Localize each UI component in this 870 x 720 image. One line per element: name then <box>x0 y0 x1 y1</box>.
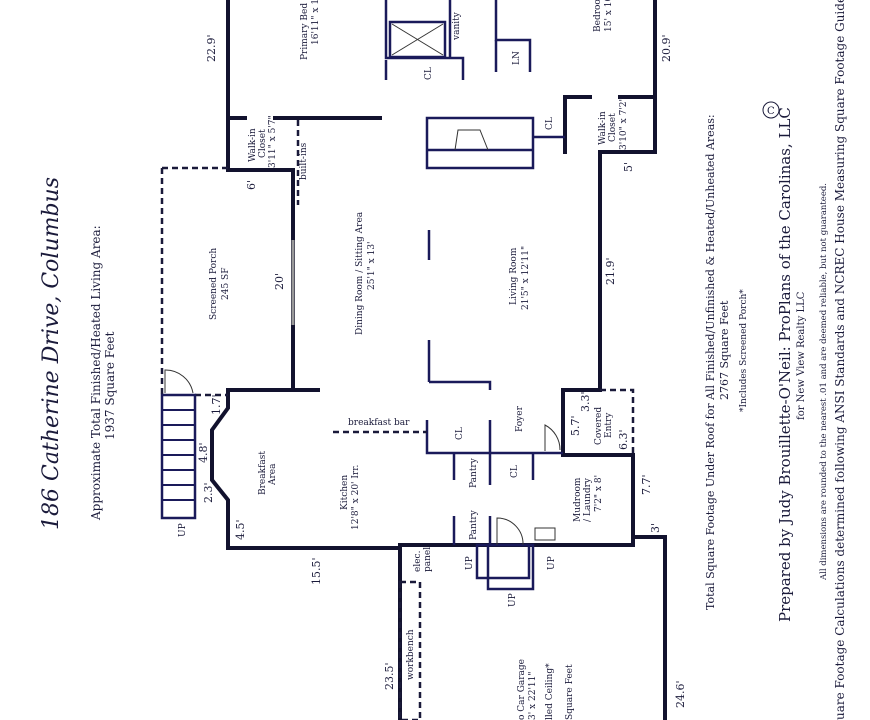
dimension-label: 7.7' <box>640 474 653 495</box>
bedroom-label: Bedroo <box>593 0 603 32</box>
closet-label: CL <box>455 427 465 440</box>
disclaimer-standards: uare Footage Calculations determined fol… <box>833 0 847 720</box>
kitchen-size: 12'8" x 20' Irr. <box>351 464 361 530</box>
elec-panel-label2: panel <box>423 547 433 572</box>
living-size: 21'5" x 12'11" <box>521 246 531 310</box>
bedroom-size: 15' x 10 <box>604 0 614 32</box>
garage-size: 3' x 22'11" <box>528 671 538 720</box>
room-labels: Primary Bed 16'11" x 12 Walk-in Closet 3… <box>178 0 629 720</box>
dimension-label: 4.8' <box>197 442 210 463</box>
builtins-label: built-ins <box>299 142 309 180</box>
elec-panel-label: elec. <box>413 550 423 572</box>
copyright-letter: C <box>767 106 775 117</box>
workbench-label: workbench <box>406 629 416 680</box>
disclaimer: All dimensions are rounded to the neares… <box>819 183 829 581</box>
covered-entry-outline <box>600 388 635 453</box>
garage-area: Square Feet <box>565 664 575 720</box>
dimension-label: 22.9' <box>205 34 218 62</box>
primary-bed-size: 16'11" x 12 <box>311 0 321 45</box>
garage-label: o Car Garage <box>517 659 527 720</box>
garage-door-swing <box>496 517 524 546</box>
dimension-label: 6.3' <box>617 429 630 450</box>
dining-size: 25'1" x 13' <box>367 241 377 290</box>
stairs-up-label: UP <box>178 523 188 537</box>
fireplace <box>425 116 535 170</box>
kitchen-label: Kitchen <box>340 475 350 510</box>
dimension-label: 20.9' <box>660 34 673 62</box>
prepared-by: Prepared by Judy Brouillette-O'Neil: Pro… <box>776 107 794 622</box>
dimension-label: 23.5' <box>383 662 396 690</box>
total-area-label: Total Square Footage Under Roof for All … <box>704 114 717 610</box>
dimension-label: 3' <box>649 523 662 533</box>
walkin1-label: Walk-in <box>248 128 258 162</box>
mudroom-size: 7'2" x 8' <box>594 475 604 512</box>
dimension-label: 1.7' <box>210 394 223 415</box>
dimension-label: 3.3' <box>579 391 592 412</box>
dimension-label: 5' <box>622 162 635 172</box>
dimension-label: 2.3' <box>202 482 215 503</box>
dining-label: Dining Room / Sitting Area <box>355 211 365 335</box>
dimension-label: 20' <box>273 273 286 290</box>
walls <box>210 0 667 720</box>
stairs-up-label: UP <box>547 556 557 570</box>
mudroom-label2: / Laundry <box>583 477 593 522</box>
stairs-up-label: UP <box>465 556 475 570</box>
living-area-label: Approximate Total Finished/Heated Living… <box>89 225 103 521</box>
walkin1-label2: Closet <box>258 129 268 158</box>
closet-label: CL <box>510 465 520 478</box>
footer-text: Total Square Footage Under Roof for All … <box>704 0 847 720</box>
total-area-value: 2767 Square Feet <box>718 300 731 400</box>
living-label: Living Room <box>509 247 519 305</box>
title: 186 Catherine Drive, Columbus <box>39 177 64 530</box>
closet-label: CL <box>545 117 555 130</box>
header-text: 186 Catherine Drive, Columbus Approximat… <box>39 177 117 530</box>
copyright-icon: C <box>762 101 780 119</box>
door-swings <box>164 369 561 546</box>
dimension-label: 6' <box>245 180 258 190</box>
dimension-label: 21.9' <box>604 257 617 285</box>
breakfast-bar-label: breakfast bar <box>348 418 410 428</box>
mudroom-label: Mudroom <box>573 477 583 522</box>
walkin2-label2: Closet <box>608 113 618 142</box>
primary-bed-label: Primary Bed <box>300 3 310 60</box>
garage-note: lled Ceiling* <box>545 663 555 720</box>
walkin1-size: 3'11" x 5'7" <box>268 115 278 168</box>
linen-label: LN <box>512 51 522 65</box>
dimension-labels: 22.9' 6' 20' 1.7' 4.8' 2.3' 4.5' 15.5' 2… <box>197 34 687 708</box>
dimension-label: 15.5' <box>310 557 323 585</box>
shower <box>388 20 447 59</box>
dimension-label: 5.7' <box>569 415 582 436</box>
screened-porch-label: Screened Porch <box>209 248 219 320</box>
closet-label: CL <box>424 67 434 80</box>
workbench <box>398 580 422 720</box>
foyer-label: Foyer <box>515 405 525 432</box>
walkin2-size: 3'10" x 7'2" <box>619 97 629 150</box>
living-area-value: 1937 Square Feet <box>103 331 117 440</box>
screened-porch-size: 245 SF <box>221 268 231 300</box>
vanity-label: vanity <box>452 11 462 41</box>
covered-entry-label2: Entry <box>604 412 614 438</box>
walkin2-label: Walk-in <box>598 111 608 145</box>
pantry-label: Pantry <box>469 457 479 488</box>
breakfast-label: Breakfast <box>258 451 268 495</box>
stairs-up-label: UP <box>508 593 518 607</box>
dimension-label: 4.5' <box>234 519 247 540</box>
stairs <box>160 393 197 520</box>
total-area-note: *Includes Screened Porch* <box>739 289 749 412</box>
dimension-label: 24.6' <box>674 680 687 708</box>
breakfast-label2: Area <box>268 463 278 486</box>
porch-door-swing <box>164 369 194 394</box>
interior-walls <box>160 0 635 720</box>
front-door-swing <box>544 424 561 451</box>
prepared-for: for New View Realty LLC <box>796 291 807 420</box>
pantry-label: Pantry <box>469 509 479 540</box>
covered-entry-label: Covered <box>594 407 604 445</box>
laundry-sink <box>534 527 556 541</box>
